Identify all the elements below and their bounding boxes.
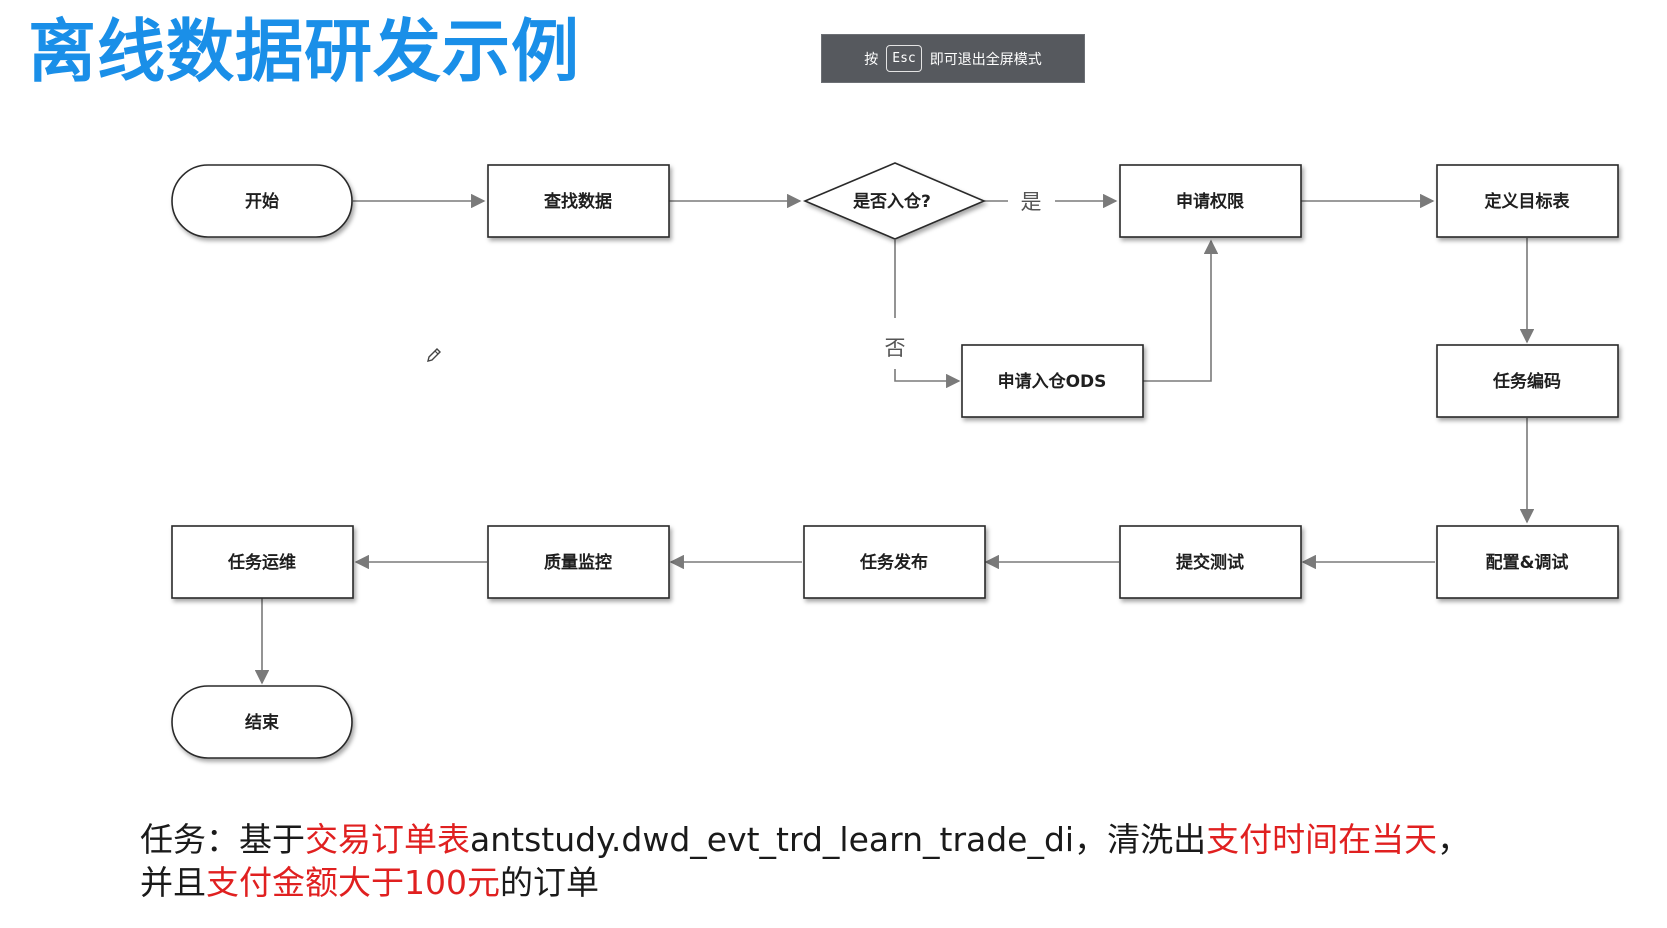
node-start: 开始 [171, 164, 353, 238]
node-submit-test-label: 提交测试 [1176, 552, 1244, 573]
node-apply-permission: 申请权限 [1119, 164, 1302, 238]
edge-decision-no-b [894, 369, 961, 389]
task-highlight-table: 交易订单表 [305, 820, 470, 859]
fullscreen-exit-hint: 按 Esc 即可退出全屏模式 [821, 34, 1085, 83]
hint-prefix: 按 [864, 51, 879, 68]
node-define-target-label: 定义目标表 [1485, 191, 1571, 212]
edge-ods-to-permission [1143, 239, 1219, 382]
node-config-debug-label: 配置&调试 [1486, 553, 1569, 573]
task-text-3: ， [1437, 820, 1471, 859]
node-apply-ods: 申请入仓ODS [961, 344, 1144, 418]
task-description: 任务：基于交易订单表antstudy.dwd_evt_trd_learn_tra… [140, 818, 1560, 904]
node-end-label: 结束 [245, 712, 279, 733]
node-task-release: 任务发布 [803, 525, 986, 599]
node-decision: 是否入仓? [802, 162, 987, 240]
node-config-debug: 配置&调试 [1436, 525, 1619, 599]
edge-label-yes: 是 [1021, 190, 1042, 214]
node-submit-test: 提交测试 [1119, 525, 1302, 599]
slide-title: 离线数据研发示例 [28, 13, 581, 92]
task-text-5: 的订单 [500, 863, 599, 902]
node-task-coding: 任务编码 [1436, 344, 1619, 418]
edge-label-no: 否 [885, 336, 906, 360]
node-define-target: 定义目标表 [1436, 164, 1619, 238]
node-task-ops: 任务运维 [171, 525, 354, 599]
task-text-2: antstudy.dwd_evt_trd_learn_trade_di，清洗出 [470, 820, 1207, 859]
task-highlight-amount: 支付金额大于100元 [206, 863, 500, 902]
task-highlight-pay-time: 支付时间在当天 [1206, 820, 1438, 859]
esc-key-badge: Esc [886, 45, 922, 72]
node-find-data: 查找数据 [487, 164, 670, 238]
node-apply-ods-label: 申请入仓ODS [998, 371, 1107, 392]
flowchart-edges [254, 193, 1535, 685]
task-text-1: 任务：基于 [140, 820, 305, 859]
task-text-4: 并且 [140, 863, 206, 902]
node-task-coding-label: 任务编码 [1492, 371, 1561, 392]
node-task-release-label: 任务发布 [859, 552, 928, 573]
pencil-icon [427, 348, 441, 362]
hint-suffix: 即可退出全屏模式 [929, 51, 1042, 68]
node-end: 结束 [171, 685, 353, 759]
node-apply-permission-label: 申请权限 [1176, 191, 1244, 212]
node-quality-monitor-label: 质量监控 [544, 552, 612, 573]
node-decision-label: 是否入仓? [853, 191, 931, 212]
node-start-label: 开始 [245, 191, 279, 212]
node-find-data-label: 查找数据 [543, 191, 612, 212]
node-quality-monitor: 质量监控 [487, 525, 670, 599]
node-task-ops-label: 任务运维 [227, 552, 296, 573]
